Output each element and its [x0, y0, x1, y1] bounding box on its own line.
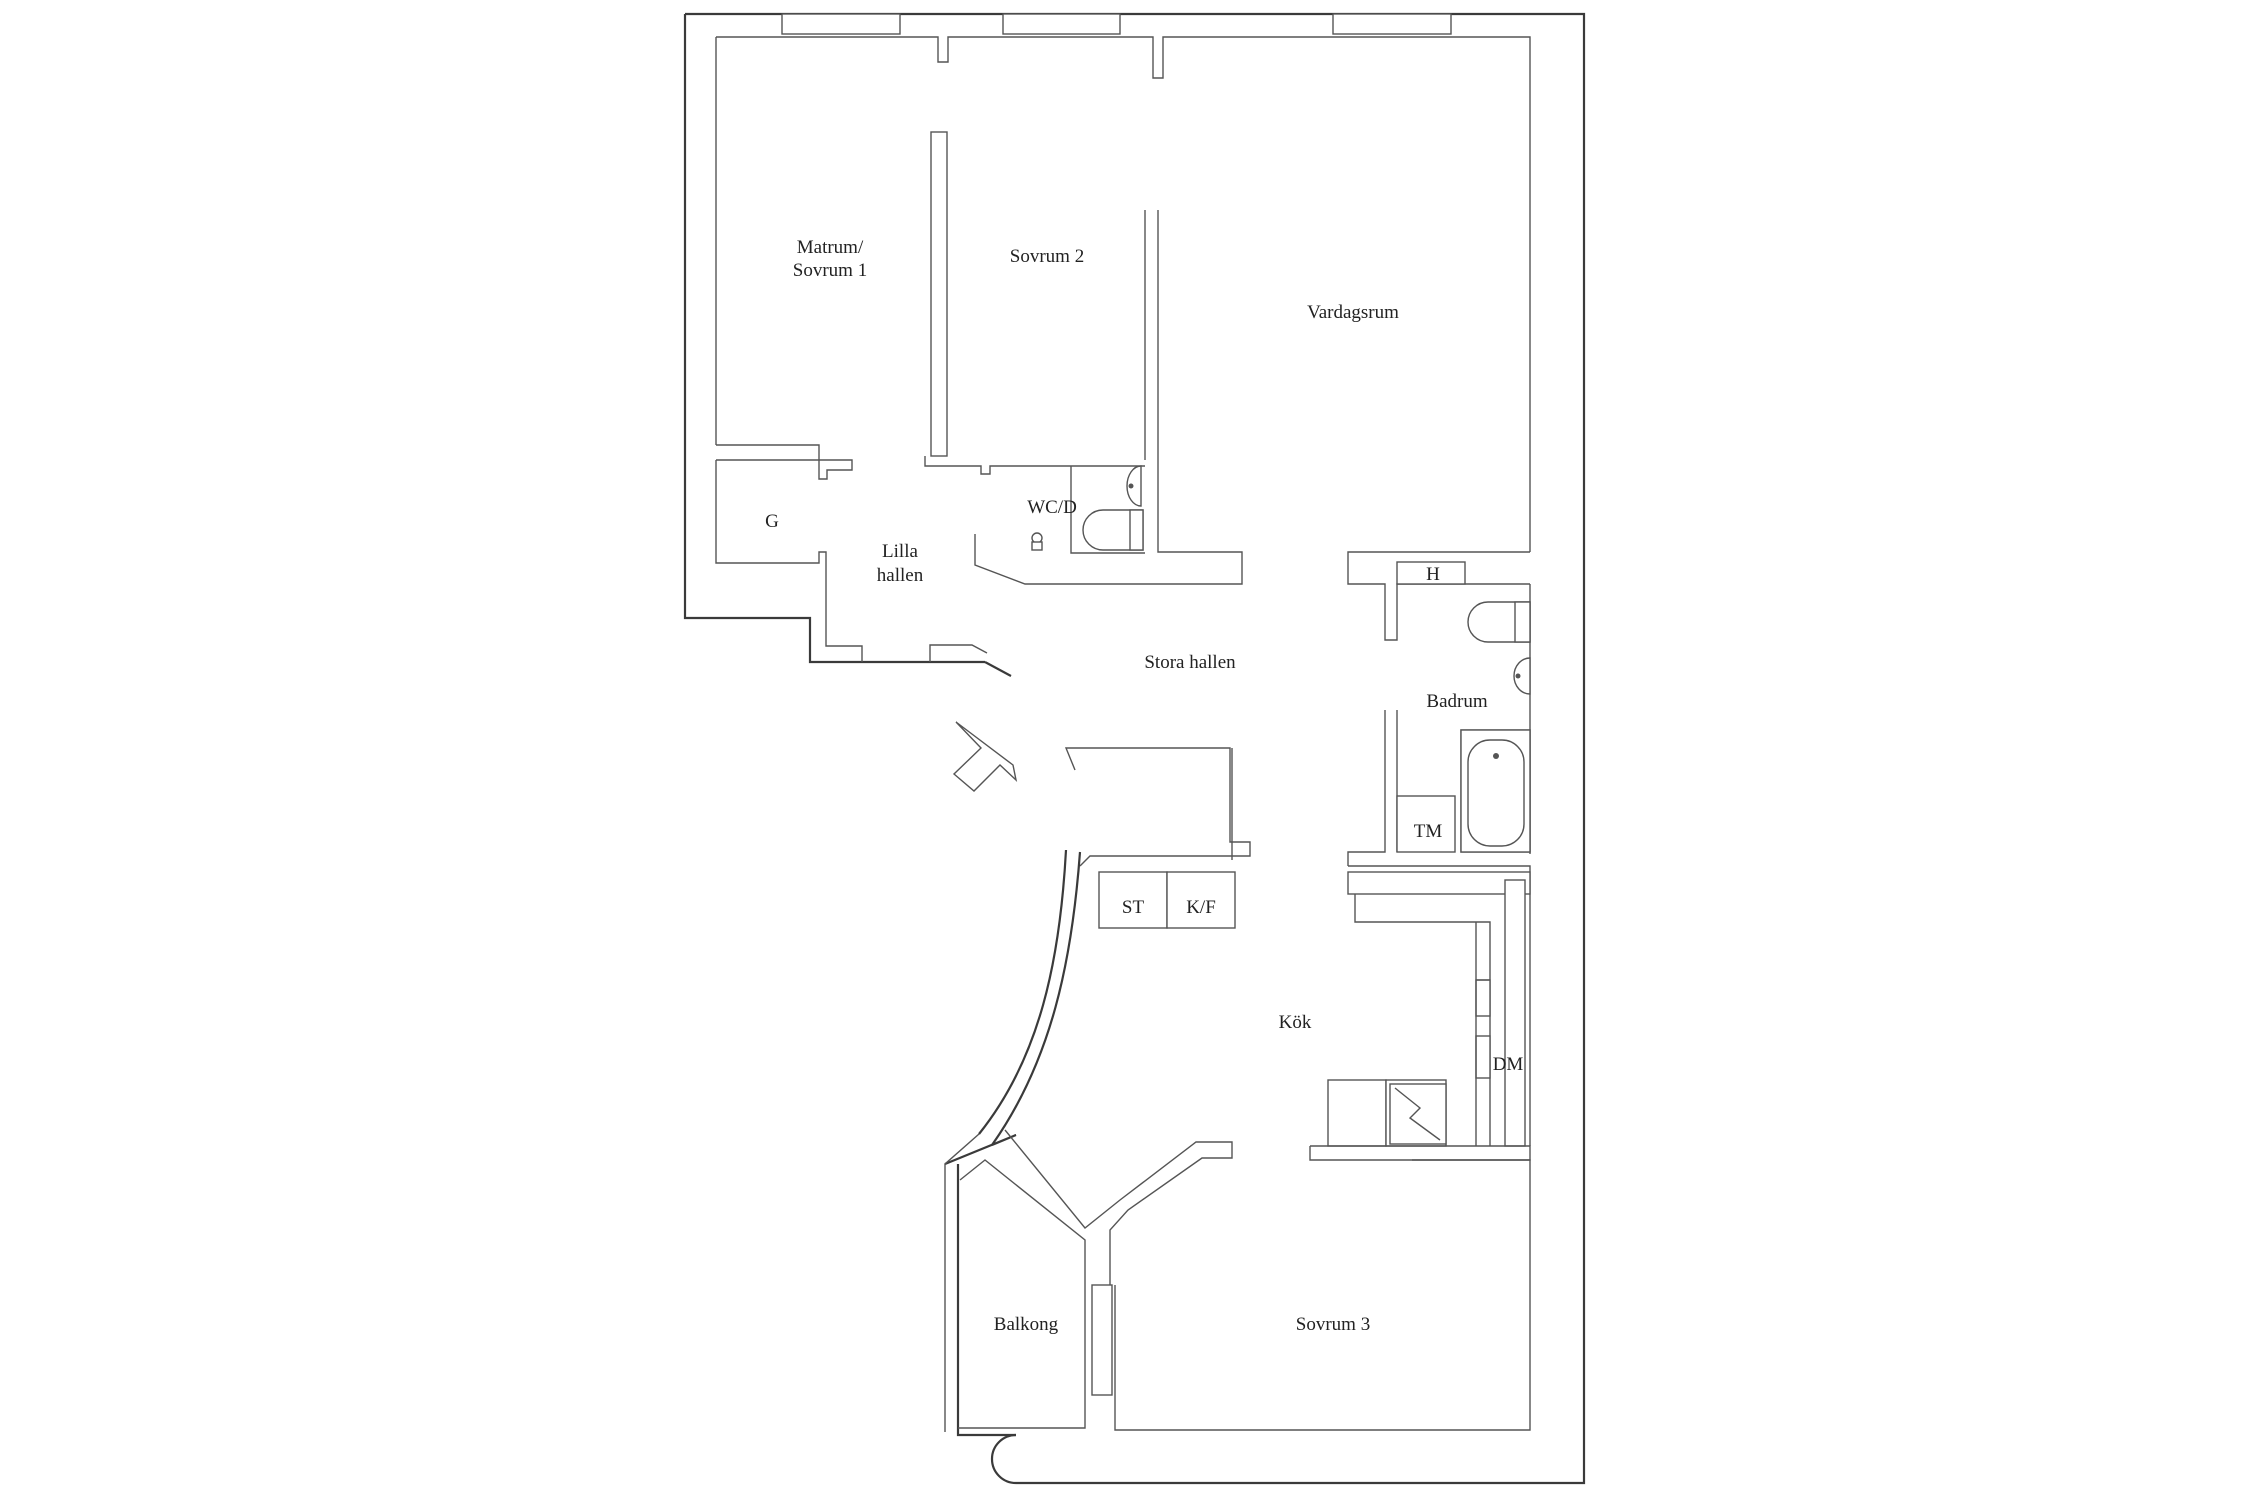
bathroom-sink-icon — [1513, 657, 1531, 695]
bidet-icon — [1031, 532, 1043, 551]
label-wcd: WC/D — [1027, 497, 1077, 518]
label-lilla-1: Lilla — [882, 541, 918, 562]
label-vardagsrum: Vardagsrum — [1307, 302, 1399, 323]
bathtub-icon — [1460, 729, 1531, 853]
label-sovrum3: Sovrum 3 — [1296, 1314, 1370, 1335]
label-kf: K/F — [1186, 897, 1216, 918]
wall-sovrum2-left — [930, 131, 948, 457]
label-h: H — [1426, 564, 1440, 585]
label-matrum-2: Sovrum 1 — [793, 260, 867, 281]
entrance-arrow-icon — [952, 721, 1018, 792]
label-stora-hallen: Stora hallen — [1144, 652, 1236, 673]
wall-balkong — [958, 1159, 1531, 1431]
outer-walls — [683, 12, 1586, 1485]
wall-sovrum2-right — [924, 210, 1243, 585]
sink-icon — [1126, 465, 1142, 507]
windows — [781, 13, 1452, 35]
label-matrum-1: Matrum/ — [797, 237, 864, 258]
label-badrum: Badrum — [1426, 691, 1487, 712]
label-lilla-2: hallen — [877, 565, 924, 586]
label-balkong: Balkong — [994, 1314, 1059, 1335]
chimney-icon — [1389, 1083, 1447, 1145]
wall-matrum-bottom — [715, 444, 1012, 677]
label-st: ST — [1122, 897, 1145, 918]
toilet-icon — [1082, 509, 1144, 551]
bathroom-toilet-icon — [1467, 601, 1531, 643]
label-tm: TM — [1414, 821, 1443, 842]
label-g: G — [765, 511, 779, 532]
label-sovrum2: Sovrum 2 — [1010, 246, 1084, 267]
label-kok: Kök — [1279, 1012, 1312, 1033]
label-dm: DM — [1493, 1054, 1524, 1075]
room-labels: Matrum/ Sovrum 1 Sovrum 2 Vardagsrum G W… — [765, 237, 1523, 1335]
